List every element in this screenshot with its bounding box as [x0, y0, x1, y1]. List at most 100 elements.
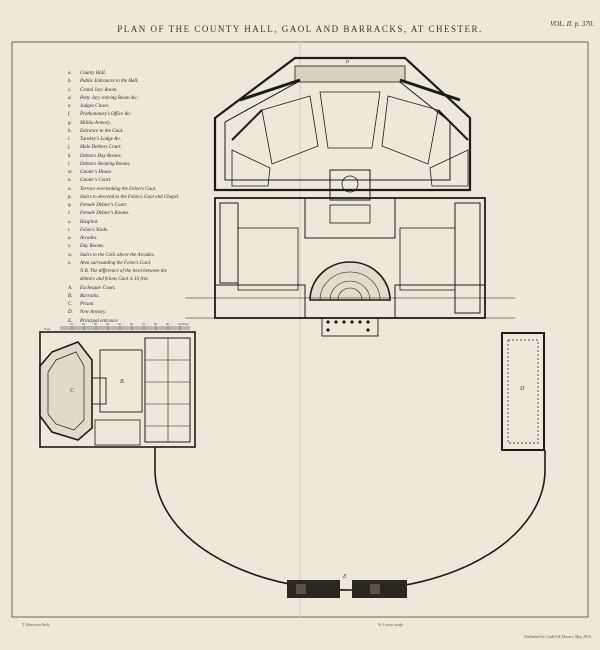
legend-entry: c.Grand Jury Room.	[68, 87, 218, 95]
felon-yard-left	[261, 95, 319, 165]
legend-text: New Armory.	[80, 310, 107, 316]
legend-key: l.	[68, 161, 71, 167]
wing-ne	[399, 78, 461, 102]
legend-key: i.	[68, 137, 71, 142]
legend-entry: p. Stairs to descend to the Felon's Gaol …	[68, 194, 218, 202]
legend-text: Entrance to the Gaol.	[80, 128, 124, 134]
legend-text: debtors and felons Gaol is 16 feet.	[80, 277, 149, 283]
wing-w	[231, 109, 263, 141]
legend-entry: g.Militia Armory.	[68, 120, 218, 128]
legend-key: A.	[68, 285, 73, 291]
new-armory	[501, 332, 545, 451]
legend-entry: f.Prothonotary's Office &c.	[68, 111, 218, 119]
legend-text: Gaoler's Court.	[80, 178, 112, 184]
legend-entry: D. New Armory.	[68, 309, 218, 317]
scale-bar	[60, 326, 190, 330]
architect-credit: T. Harrison Arch.	[22, 622, 51, 627]
felon-yard-centre	[319, 91, 381, 149]
legend-text: Felon's Yards.	[80, 227, 109, 233]
barracks-rooms	[144, 337, 191, 443]
legend-key: j.	[68, 145, 71, 151]
legend-key: E.	[68, 318, 73, 324]
legend-entry: x.Area surrounding the Felon's Gaol.	[68, 260, 218, 268]
legend-entry: r.Female Debtor's Rooms.	[68, 210, 218, 218]
legend-text: Turnkey's Lodge &c.	[80, 137, 122, 142]
legend-entry: h. Entrance to the Gaol.	[68, 128, 218, 136]
chapel-dome	[341, 175, 359, 193]
engraver-credit: W. Lowry sculp.	[378, 622, 404, 627]
legend-entry: N.B. The difference of the level between…	[68, 268, 218, 276]
legend-entry: m.Gaoler's House.	[68, 169, 218, 177]
legend-key: u.	[68, 236, 72, 241]
legend-text: N.B. The difference of the level between…	[80, 269, 167, 274]
legend-text: Stairs to descend to the Felon's Gaol an…	[80, 194, 180, 200]
scale-tick-label: 90	[166, 322, 170, 326]
plan-legend: a.County Hall.b.Public Entrances to the …	[68, 70, 218, 326]
legend-key: e.	[68, 104, 72, 109]
legend-text: Hospital.	[80, 219, 99, 225]
legend-key: D.	[68, 310, 73, 316]
barracks-complex	[39, 331, 196, 448]
letter-d: D	[519, 386, 525, 392]
letter-c: C	[70, 388, 75, 394]
armory-inner-arcade	[507, 339, 539, 444]
armory-outer-wall	[501, 332, 545, 451]
volume-reference: VOL. II. p. 370.	[550, 20, 594, 28]
plan-title: PLAN OF THE COUNTY HALL, GAOL AND BARRAC…	[117, 24, 483, 34]
legend-entry: debtors and felons Gaol is 16 feet.	[68, 276, 218, 284]
boundary-wall	[154, 447, 546, 591]
legend-key: k.	[68, 153, 72, 159]
legend-key: h.	[68, 128, 72, 134]
legend-entry: C.Prison.	[68, 301, 218, 309]
legend-entry: E.Principal entrance	[68, 318, 218, 326]
wing-nw	[239, 78, 301, 102]
legend-entry: u.Arcades.	[68, 235, 218, 243]
legend-entry: n.Gaoler's Court.	[68, 177, 218, 185]
legend-entry: t. Felon's Yards.	[68, 227, 218, 235]
legend-entry: i. Turnkey's Lodge &c.	[68, 136, 218, 144]
scale-tick-label: 80	[154, 322, 158, 326]
legend-entry: B.Barracks.	[68, 293, 218, 301]
court-tier-2	[329, 280, 371, 301]
scale-tick-label: 20	[82, 322, 86, 326]
legend-entry: d.Petty Jury retiring Room &c.	[68, 95, 218, 103]
legend-text: Female Debtor's Court.	[80, 203, 128, 208]
legend-key: f.	[68, 112, 71, 118]
legend-key: q.	[68, 203, 72, 208]
legend-entry: q. Female Debtor's Court.	[68, 202, 218, 210]
legend-entry: v.Day Rooms.	[68, 243, 218, 251]
letter-e: E	[342, 574, 347, 580]
legend-text: Judges Closet.	[80, 104, 110, 109]
legend-key: p.	[68, 194, 72, 200]
legend-text: Gaoler's House.	[80, 170, 113, 175]
scale-tick-label: 30	[94, 322, 98, 326]
gaol-building	[213, 56, 472, 201]
west-range	[219, 202, 239, 284]
legend-entry: l.Debtors Sleeping Rooms.	[68, 161, 218, 169]
legend-key: w.	[68, 252, 73, 258]
legend-key: o.	[68, 186, 72, 192]
legend-key: B.	[68, 293, 73, 299]
legend-text: Exchequer Court.	[80, 285, 116, 291]
barracks-lower-rooms	[94, 419, 141, 446]
county-hall	[214, 197, 486, 319]
wing-e	[437, 109, 469, 141]
legend-text: Militia Armory.	[80, 120, 112, 126]
court-tier-1	[319, 271, 381, 301]
felon-yard-lower-left	[231, 149, 271, 187]
legend-key: s.	[68, 219, 72, 225]
legend-text: Stairs to the Cells above the Arcades.	[80, 252, 155, 258]
legend-key: t.	[68, 227, 71, 233]
legend-key: b.	[68, 79, 72, 85]
scale-tick-label: 50	[118, 322, 122, 326]
legend-entry: w. Stairs to the Cells above the Arcades.	[68, 252, 218, 260]
legend-text: Female Debtor's Rooms.	[80, 211, 130, 217]
legend-key: C.	[68, 302, 73, 307]
court-tier-3	[337, 287, 363, 301]
legend-entry: b.Public Entrances to the Hall.	[68, 78, 218, 86]
scale-tick-label: 70	[142, 322, 146, 326]
east-range	[454, 202, 481, 314]
